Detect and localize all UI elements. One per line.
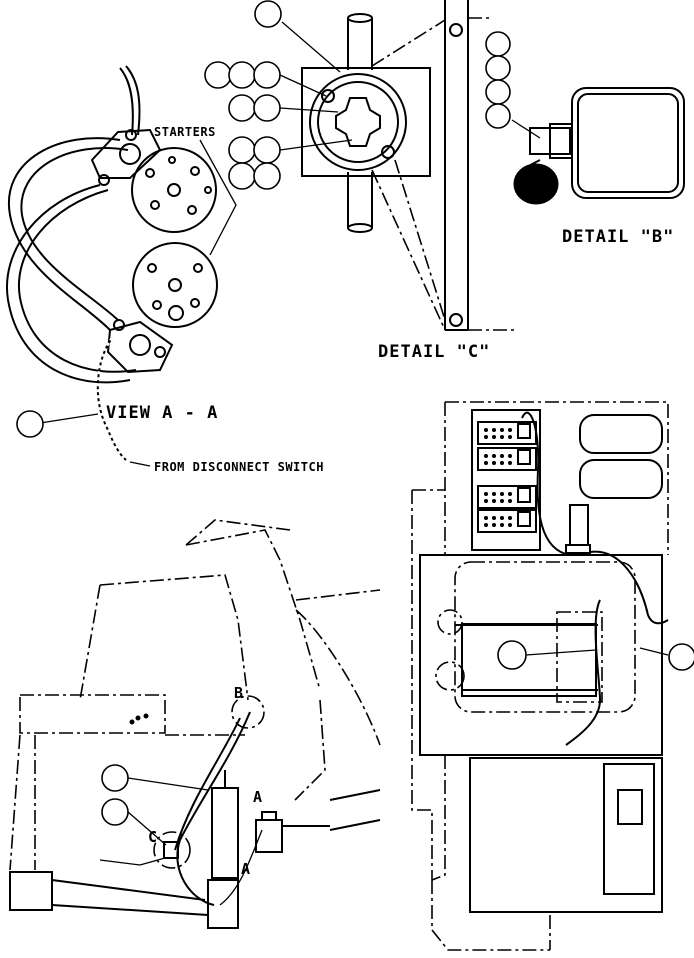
callout-c: C — [148, 828, 158, 846]
detail-c-label: DETAIL "C" — [378, 342, 491, 362]
from-disconnect-switch-label: FROM DISCONNECT SWITCH — [154, 460, 324, 474]
callout-a-lower: A — [241, 860, 251, 878]
starters-label: STARTERS — [154, 125, 216, 139]
callout-b: B — [234, 684, 244, 702]
lower-right-view — [411, 401, 694, 951]
detail-b-label: DETAIL "B" — [562, 227, 675, 247]
callout-bubble-view-aa — [16, 410, 44, 438]
view-aa-label: VIEW A - A — [106, 403, 219, 423]
detail-b — [485, 31, 685, 205]
callout-a-upper: A — [253, 788, 263, 806]
view-a-a-starters — [6, 65, 237, 467]
lower-left-view — [9, 519, 381, 929]
detail-c — [204, 0, 515, 331]
